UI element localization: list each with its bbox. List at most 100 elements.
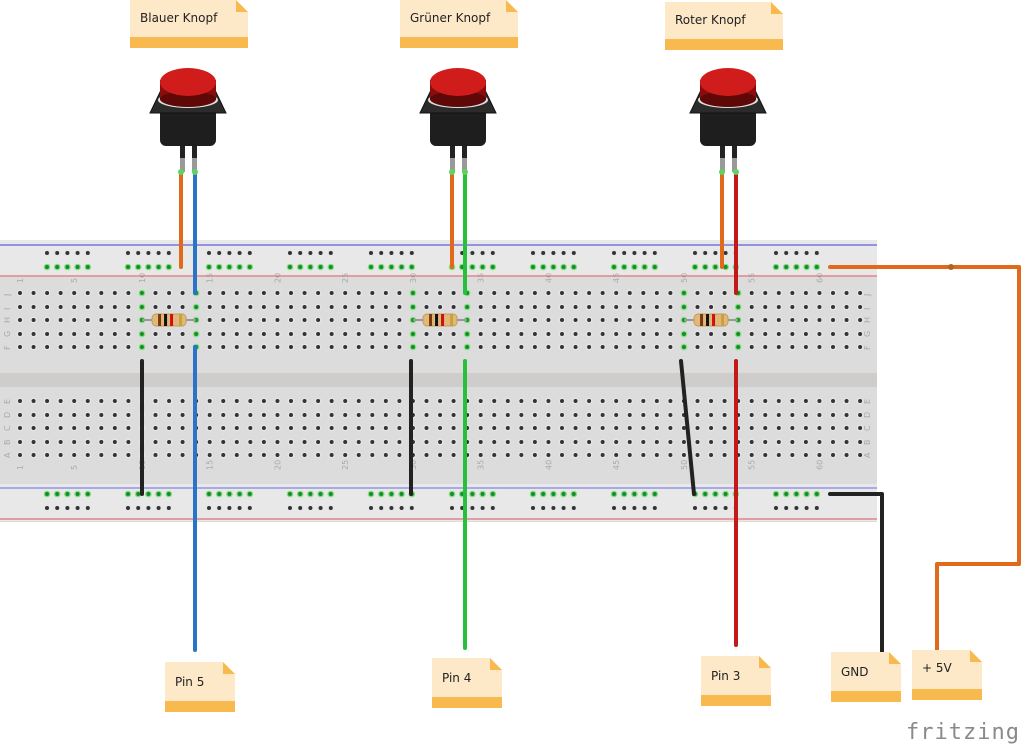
hole <box>329 399 334 403</box>
hole <box>112 413 117 417</box>
hole <box>221 426 226 430</box>
hole <box>831 291 835 295</box>
row-letter: G <box>863 331 872 337</box>
row-letter: F <box>3 345 12 350</box>
hole <box>18 332 22 336</box>
hole <box>519 426 524 430</box>
hole <box>587 291 592 295</box>
hole <box>302 345 307 349</box>
hole <box>221 305 226 309</box>
hole <box>492 318 497 322</box>
hole <box>207 305 212 309</box>
hole <box>654 426 659 430</box>
hole <box>627 291 632 295</box>
hole <box>817 291 822 295</box>
label-note-blue-button[interactable]: Blauer Knopf <box>130 0 248 48</box>
hole <box>652 492 657 496</box>
hole <box>803 291 808 295</box>
hole <box>221 399 226 403</box>
hole <box>519 399 524 403</box>
label-note-5v[interactable]: + 5V <box>912 650 982 700</box>
hole <box>247 492 252 496</box>
hole <box>75 506 80 510</box>
hole <box>546 413 551 417</box>
hole <box>560 426 564 430</box>
label-text: Grüner Knopf <box>410 11 491 25</box>
hole <box>329 332 334 336</box>
hole <box>451 345 456 349</box>
hole <box>622 492 627 496</box>
hole <box>167 426 172 430</box>
hole <box>72 345 77 349</box>
hole <box>328 506 333 510</box>
label-note-red-button[interactable]: Roter Knopf <box>665 2 783 50</box>
hole <box>99 332 104 336</box>
hole <box>622 265 627 269</box>
hole <box>58 413 63 417</box>
hole <box>763 305 768 309</box>
hole <box>126 426 131 430</box>
hole <box>99 305 104 309</box>
hole <box>790 345 795 349</box>
hole <box>652 506 657 510</box>
hole <box>470 251 475 255</box>
hole <box>234 399 239 403</box>
wire-bendpoint <box>948 264 954 270</box>
fritzing-logo: fritzing <box>906 720 1020 745</box>
hole <box>652 251 657 255</box>
hole <box>654 318 659 322</box>
hole <box>261 413 266 417</box>
hole <box>774 506 778 510</box>
hole <box>389 492 394 496</box>
hole <box>370 413 375 417</box>
hole <box>275 305 280 309</box>
hole <box>776 413 781 417</box>
hole <box>207 399 212 403</box>
hole <box>261 399 266 403</box>
hole <box>652 265 657 269</box>
hole <box>551 506 556 510</box>
row-letter: D <box>863 412 872 418</box>
hole <box>139 332 144 336</box>
hole <box>207 453 212 457</box>
hole <box>627 453 632 457</box>
hole <box>480 265 485 269</box>
hole <box>695 440 700 444</box>
button-leg-tip <box>450 158 455 172</box>
hole <box>58 345 63 349</box>
hole <box>207 265 211 269</box>
hole <box>207 413 212 417</box>
label-note-pin5[interactable]: Pin 5 <box>165 662 235 712</box>
hole <box>490 492 495 496</box>
label-note-gnd[interactable]: GND <box>831 652 901 702</box>
hole <box>713 251 718 255</box>
hole <box>478 318 483 322</box>
hole <box>571 265 576 269</box>
label-note-pin4[interactable]: Pin 4 <box>432 658 502 708</box>
hole <box>668 399 673 403</box>
hole <box>519 453 524 457</box>
wire-end <box>462 169 468 175</box>
hole <box>641 453 646 457</box>
hole <box>424 413 429 417</box>
hole <box>803 318 808 322</box>
hole <box>166 506 171 510</box>
hole <box>844 399 849 403</box>
row-letter: J <box>3 294 12 297</box>
hole <box>492 291 497 295</box>
hole <box>383 453 388 457</box>
hole <box>289 305 293 309</box>
hole <box>136 251 141 255</box>
hole <box>146 492 151 496</box>
hole <box>126 251 130 255</box>
label-note-green-button[interactable]: Grüner Knopf <box>400 0 518 48</box>
label-text: GND <box>841 665 869 679</box>
hole <box>329 291 334 295</box>
hole <box>383 426 388 430</box>
hole <box>45 453 50 457</box>
hole <box>600 426 605 430</box>
hole <box>784 265 789 269</box>
hole <box>600 453 605 457</box>
label-note-pin3[interactable]: Pin 3 <box>701 656 771 706</box>
hole <box>541 492 546 496</box>
